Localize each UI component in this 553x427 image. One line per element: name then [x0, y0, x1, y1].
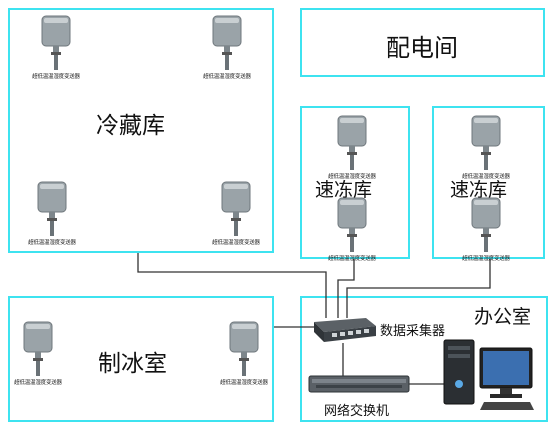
wire-quick-freeze-2	[346, 259, 491, 318]
sensor-caption: 超低温温湿度变送器	[32, 74, 80, 80]
humidity-sensor: 超低温温湿度变送器	[328, 114, 376, 180]
power-room-label: 配电间	[386, 34, 458, 62]
quick-freeze-1-label: 速冻库	[315, 179, 373, 201]
data-collector-icon	[314, 318, 376, 342]
ice-room: 制冰室	[8, 296, 274, 422]
sensor-caption: 超低温温湿度变送器	[462, 174, 510, 180]
network-switch-icon	[308, 375, 410, 393]
wire-cold-storage	[137, 253, 327, 318]
desktop-computer-icon	[443, 339, 534, 410]
sensor-caption: 超低温温湿度变送器	[220, 380, 268, 386]
sensor-caption: 超低温温湿度变送器	[14, 380, 62, 386]
humidity-sensor: 超低温温湿度变送器	[220, 320, 268, 386]
humidity-sensor: 超低温温湿度变送器	[212, 180, 260, 246]
sensor-icon	[221, 181, 251, 236]
office-label: 办公室	[474, 306, 532, 328]
humidity-sensor: 超低温温湿度变送器	[328, 196, 376, 262]
power-room: 配电间	[300, 8, 545, 77]
sensor-caption: 超低温温湿度变送器	[462, 256, 510, 262]
sensor-caption: 超低温温湿度变送器	[28, 240, 76, 246]
sensor-caption: 超低温温湿度变送器	[328, 256, 376, 262]
cold-storage-label: 冷藏库	[96, 113, 165, 139]
humidity-sensor: 超低温温湿度变送器	[14, 320, 62, 386]
sensor-icon	[212, 15, 242, 70]
sensor-caption: 超低温温湿度变送器	[203, 74, 251, 80]
sensor-icon	[337, 115, 367, 170]
sensor-icon	[337, 197, 367, 252]
network-switch-label: 网络交换机	[324, 404, 390, 419]
humidity-sensor: 超低温温湿度变送器	[32, 14, 80, 80]
quick-freeze-2-label: 速冻库	[450, 179, 508, 201]
ice-room-label: 制冰室	[98, 351, 167, 377]
humidity-sensor: 超低温温湿度变送器	[203, 14, 251, 80]
data-collector-label: 数据采集器	[380, 324, 446, 339]
sensor-icon	[37, 181, 67, 236]
humidity-sensor: 超低温温湿度变送器	[462, 196, 510, 262]
wire-quick-freeze-1	[337, 259, 355, 318]
sensor-caption: 超低温温湿度变送器	[328, 174, 376, 180]
sensor-caption: 超低温温湿度变送器	[212, 240, 260, 246]
humidity-sensor: 超低温温湿度变送器	[28, 180, 76, 246]
sensor-icon	[471, 115, 501, 170]
sensor-icon	[23, 321, 53, 376]
humidity-sensor: 超低温温湿度变送器	[462, 114, 510, 180]
sensor-icon	[41, 15, 71, 70]
sensor-icon	[229, 321, 259, 376]
sensor-icon	[471, 197, 501, 252]
